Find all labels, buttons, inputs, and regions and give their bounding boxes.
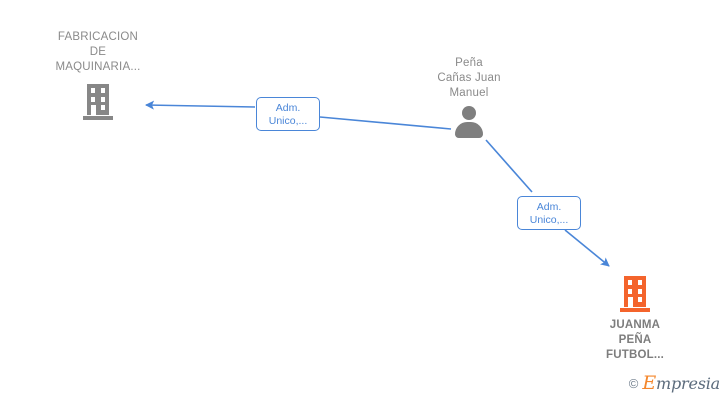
edge-label-adm-unico-left[interactable]: Adm. Unico,... bbox=[256, 97, 320, 131]
person-icon bbox=[452, 106, 486, 140]
edge-person-to-company-left bbox=[145, 100, 452, 130]
empresia-watermark: © Empresia bbox=[629, 372, 720, 394]
brand-initial: E bbox=[642, 372, 656, 394]
node-company-right[interactable]: JUANMA PEÑA FUTBOL... bbox=[575, 276, 695, 363]
edge-label-adm-unico-right[interactable]: Adm. Unico,... bbox=[517, 196, 581, 230]
brand-logo-text: Empresia bbox=[642, 372, 720, 394]
building-icon bbox=[83, 84, 113, 120]
node-person-center[interactable]: Peña Cañas Juan Manuel bbox=[409, 56, 529, 140]
building-icon bbox=[620, 276, 650, 312]
node-company-left-label: FABRICACION DE MAQUINARIA... bbox=[55, 31, 141, 73]
copyright-icon: © bbox=[628, 375, 639, 391]
brand-rest: mpresia bbox=[656, 374, 720, 393]
node-company-left[interactable]: FABRICACION DE MAQUINARIA... bbox=[38, 30, 158, 120]
edge-person-to-company-right bbox=[485, 139, 610, 267]
node-company-right-label: JUANMA PEÑA FUTBOL... bbox=[605, 319, 664, 361]
node-person-center-label: Peña Cañas Juan Manuel bbox=[437, 57, 501, 99]
